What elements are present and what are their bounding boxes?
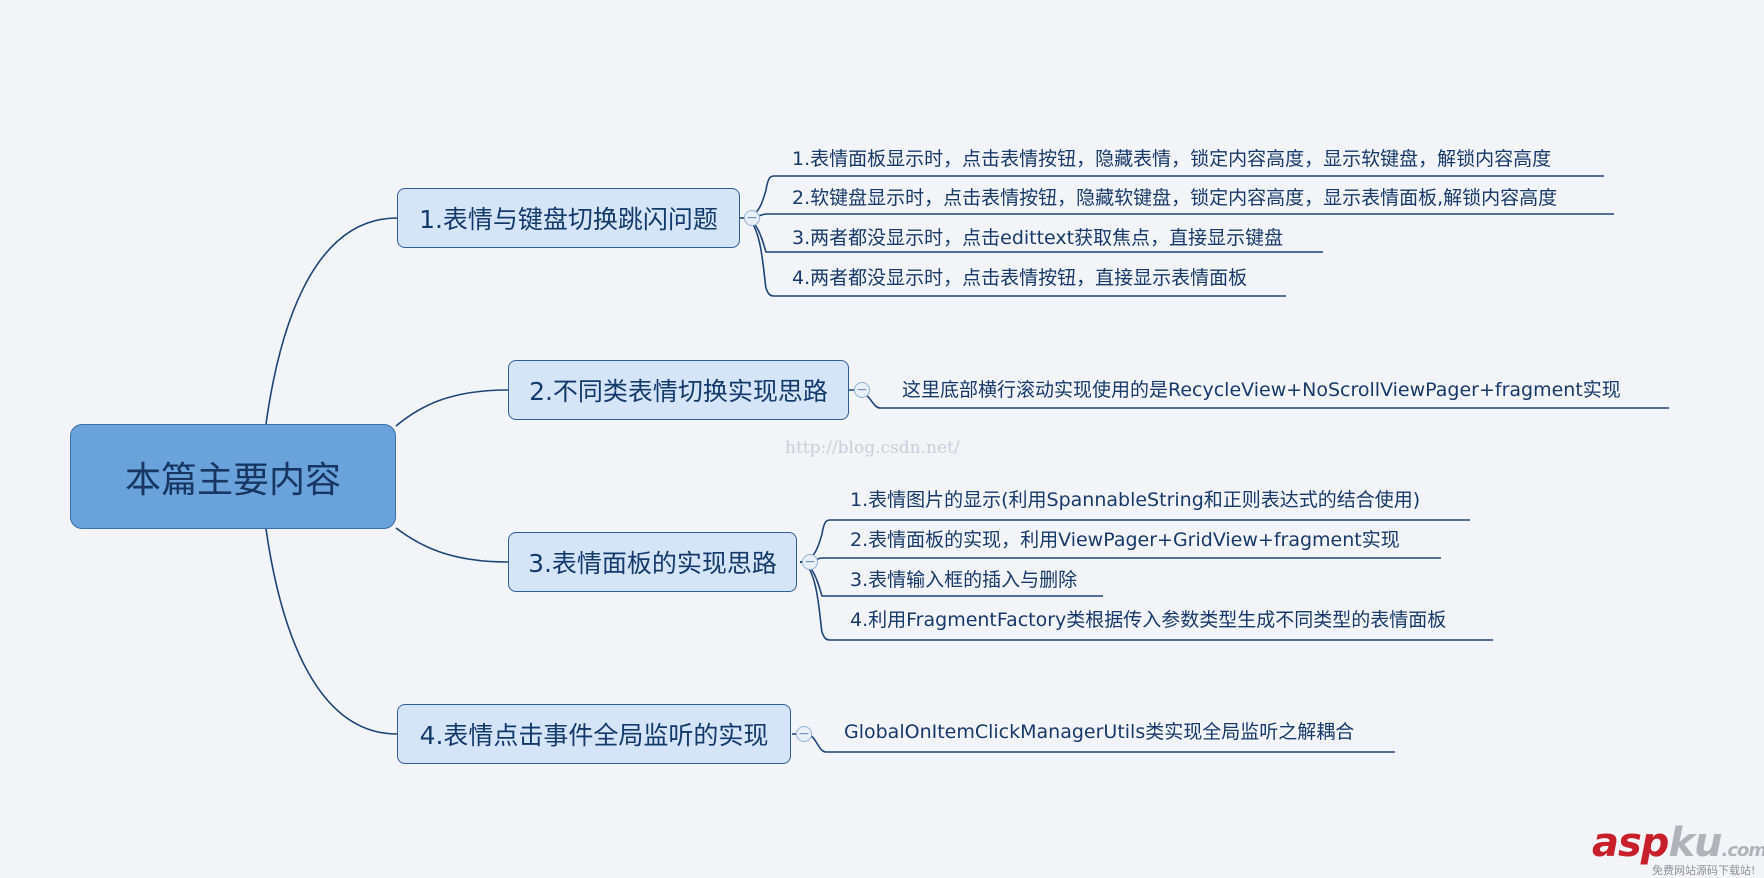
branch-2-label: 2.不同类表情切换实现思路 [529, 377, 828, 406]
connector-branch-2 [395, 389, 509, 427]
connector-b1-c4 [743, 217, 1286, 297]
branch-4-label: 4.表情点击事件全局监听的实现 [419, 721, 769, 750]
branch-3-subtopic-2[interactable]: 2.表情面板的实现，利用ViewPager+GridView+fragment实… [850, 529, 1400, 551]
collapse-toggle-branch-2[interactable]: − [854, 382, 870, 398]
logo-dot: .com [1721, 840, 1764, 861]
logo-wordmark: aspku.com [1592, 820, 1764, 866]
central-topic[interactable]: 本篇主要内容 [70, 424, 396, 529]
branch-1-subtopic-2[interactable]: 2.软键盘显示时，点击表情按钮，隐藏软键盘，锁定内容高度，显示表情面板,解锁内容… [792, 187, 1558, 209]
branch-1-subtopic-1[interactable]: 1.表情面板显示时，点击表情按钮，隐藏表情，锁定内容高度，显示软键盘，解锁内容高… [792, 148, 1552, 170]
branch-1-subtopic-4[interactable]: 4.两者都没显示时，点击表情按钮，直接显示表情面板 [792, 267, 1248, 289]
connector-branch-1 [265, 217, 398, 425]
logo-asp: asp [1592, 820, 1669, 866]
connector-b3-c4 [799, 561, 1493, 641]
watermark-url: http://blog.csdn.net/ [785, 438, 960, 458]
collapse-toggle-branch-1[interactable]: − [744, 210, 760, 226]
branch-4-subtopic-1[interactable]: GlobalOnItemClickManagerUtils类实现全局监听之解耦合 [844, 721, 1355, 743]
logo-subtitle: 免费网站源码下载站! [1652, 864, 1756, 877]
connector-b3-c2 [799, 557, 1441, 563]
connector-b1-c2 [743, 213, 1614, 219]
branch-2-subtopic-1[interactable]: 这里底部横行滚动实现使用的是RecycleView+NoScrollViewPa… [902, 379, 1621, 401]
branch-3-label: 3.表情面板的实现思路 [528, 549, 777, 578]
branch-2-topic[interactable]: 2.不同类表情切换实现思路 [508, 360, 849, 420]
branch-1-topic[interactable]: 1.表情与键盘切换跳闪问题 [397, 188, 740, 248]
branch-3-subtopic-4[interactable]: 4.利用FragmentFactory类根据传入参数类型生成不同类型的表情面板 [850, 609, 1447, 631]
branch-1-subtopic-3[interactable]: 3.两者都没显示时，点击edittext获取焦点，直接显示键盘 [792, 227, 1284, 249]
site-logo: aspku.com 免费网站源码下载站! [1592, 820, 1764, 877]
minus-icon: − [798, 726, 810, 742]
branch-1-label: 1.表情与键盘切换跳闪问题 [419, 205, 718, 234]
branch-3-topic[interactable]: 3.表情面板的实现思路 [508, 532, 797, 592]
connector-branch-4 [265, 528, 398, 735]
branch-4-topic[interactable]: 4.表情点击事件全局监听的实现 [397, 704, 791, 764]
collapse-toggle-branch-4[interactable]: − [796, 726, 812, 742]
branch-3-subtopic-3[interactable]: 3.表情输入框的插入与删除 [850, 569, 1078, 591]
minus-icon: − [804, 554, 816, 570]
collapse-toggle-branch-3[interactable]: − [802, 554, 818, 570]
branch-3-subtopic-1[interactable]: 1.表情图片的显示(利用SpannableString和正则表达式的结合使用) [850, 489, 1421, 511]
minus-icon: − [856, 382, 868, 398]
central-topic-label: 本篇主要内容 [124, 459, 341, 501]
logo-ku: ku [1668, 820, 1722, 866]
minus-icon: − [746, 210, 758, 226]
connector-branch-3 [395, 527, 509, 563]
